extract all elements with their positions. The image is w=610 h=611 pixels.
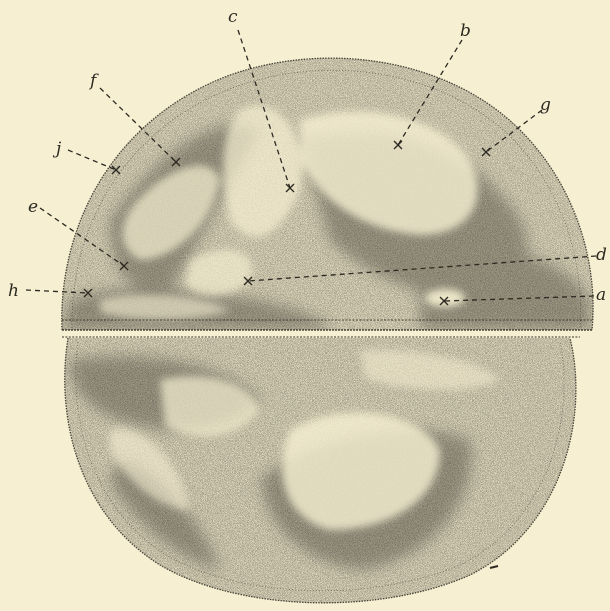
label-f: f bbox=[88, 71, 99, 91]
label-b: b bbox=[460, 21, 471, 41]
stray-mark bbox=[490, 566, 498, 568]
label-c-top: c bbox=[228, 7, 238, 27]
label-a: a bbox=[596, 285, 606, 305]
lower-valve bbox=[40, 330, 610, 611]
label-e: e bbox=[28, 197, 38, 217]
upper-valve bbox=[40, 40, 610, 340]
label-d: d bbox=[596, 245, 607, 265]
label-h: h bbox=[8, 281, 19, 301]
label-j: j bbox=[52, 139, 62, 159]
label-g: g bbox=[540, 95, 551, 115]
leader-j bbox=[68, 150, 116, 170]
